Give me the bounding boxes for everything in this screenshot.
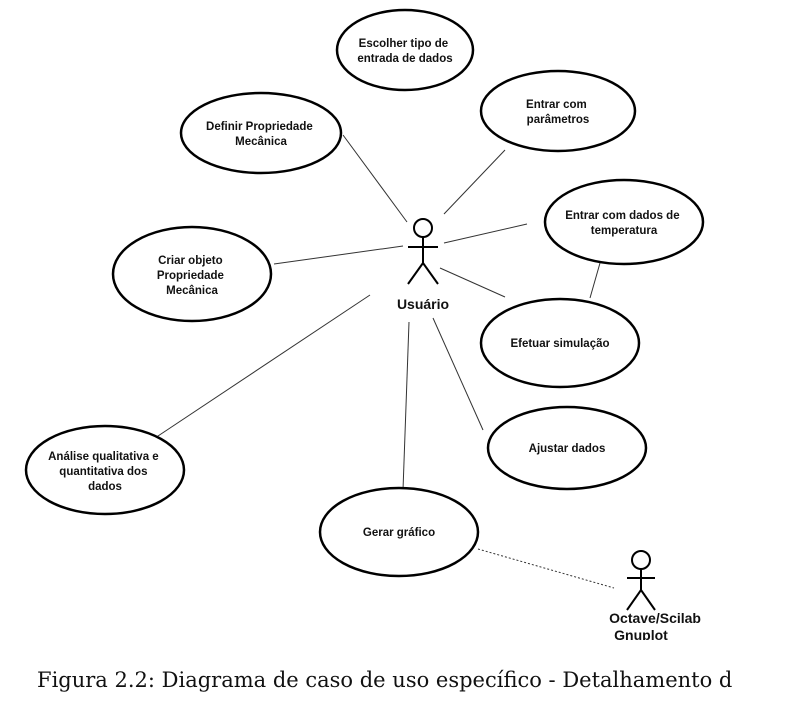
- use-case-escolher-label: Escolher tipo de entrada de dados: [357, 38, 452, 65]
- actor-octave: [626, 550, 656, 611]
- assoc-criar: [273, 245, 404, 265]
- assoc-definir: [342, 134, 408, 223]
- use-case-gerar: [318, 486, 480, 578]
- use-case-ajustar: [486, 405, 648, 491]
- dependency-temp-efetuar: [589, 262, 601, 299]
- use-case-entrar-param-label: Entrar com parâmetros: [526, 99, 590, 126]
- use-case-entrar-temp-label: Entrar com dados de temperatura: [565, 210, 683, 237]
- use-case-entrar-param: [479, 69, 637, 153]
- use-case-criar: [111, 225, 273, 323]
- assoc-entrar-temp: [443, 223, 528, 244]
- actor-usuario-head: [413, 218, 433, 238]
- assoc-entrar-param: [443, 149, 506, 215]
- use-case-diagram: Escolher tipo de entrada de dados Defini…: [24, 8, 705, 640]
- use-case-definir-label: Definir Propriedade Mecânica: [206, 121, 316, 148]
- use-case-analise-label: Análise qualitativa e quantitativa dos d…: [48, 451, 162, 493]
- actor-usuario: [407, 218, 439, 285]
- use-case-efetuar-label: Efetuar simulação: [510, 338, 609, 350]
- use-case-efetuar: [479, 297, 641, 389]
- assoc-gerar: [402, 321, 410, 491]
- actor-octave-label: Octave/Scilab Gnuplot: [609, 610, 705, 640]
- use-case-entrar-temp: [543, 178, 705, 266]
- assoc-efetuar: [439, 267, 506, 298]
- use-case-ajustar-label: Ajustar dados: [529, 443, 606, 455]
- use-case-analise: [24, 424, 186, 516]
- assoc-ajustar: [432, 317, 484, 431]
- use-case-gerar-label: Gerar gráfico: [363, 527, 435, 539]
- actor-octave-head: [631, 550, 651, 570]
- use-case-escolher: [335, 8, 475, 92]
- actor-usuario-label: Usuário: [397, 296, 449, 312]
- use-case-criar-label: Criar objeto Propriedade Mecânica: [157, 255, 227, 297]
- use-case-definir: [179, 91, 343, 175]
- assoc-analise: [154, 294, 371, 439]
- figure-caption: Figura 2.2: Diagrama de caso de uso espe…: [37, 668, 733, 692]
- assoc-gerar-octave: [477, 548, 615, 589]
